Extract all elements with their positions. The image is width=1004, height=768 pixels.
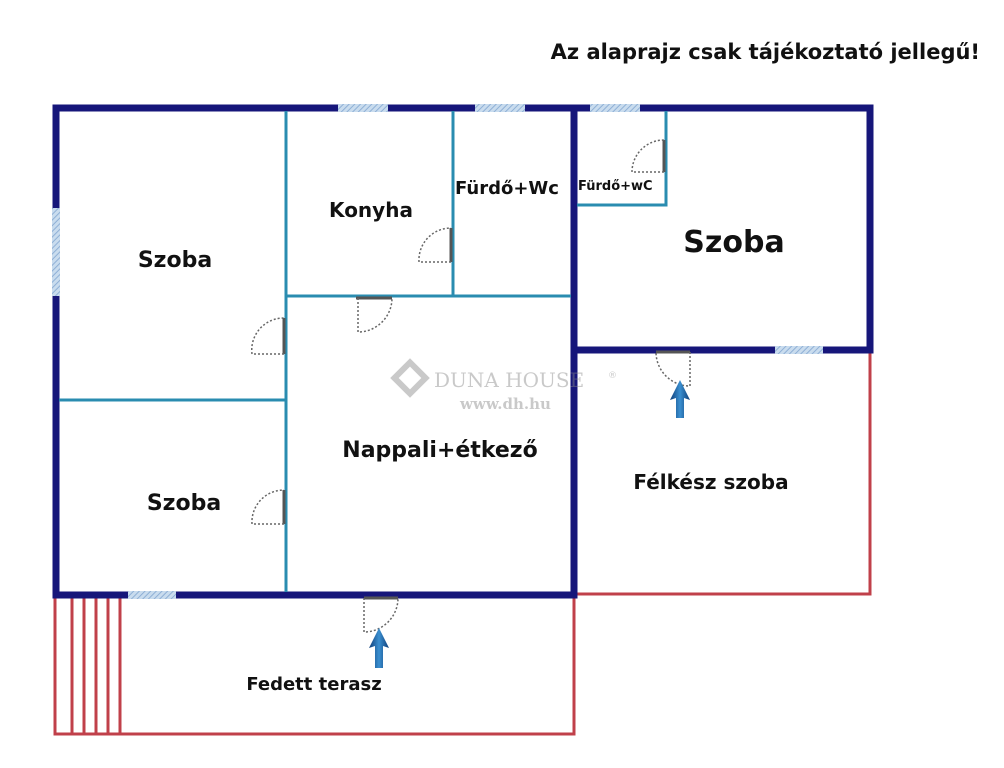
room-label-szoba-right: Szoba bbox=[683, 225, 784, 260]
window-icon bbox=[590, 104, 640, 112]
unfinished-walls bbox=[53, 352, 872, 736]
duna-house-logo-icon bbox=[390, 358, 430, 398]
entrance-arrow-icon bbox=[369, 628, 389, 668]
door-swing-icon bbox=[356, 296, 393, 333]
exterior-walls bbox=[52, 104, 874, 599]
room-label-terasz: Fedett terasz bbox=[246, 674, 381, 695]
doors bbox=[251, 139, 691, 633]
window-icon bbox=[52, 208, 60, 296]
entrance-arrows bbox=[369, 380, 690, 668]
door-swing-icon bbox=[251, 317, 286, 355]
watermark: DUNA HOUSE ® www.dh.hu bbox=[390, 358, 617, 413]
room-label-szoba-bottom-left: Szoba bbox=[147, 491, 221, 516]
room-label-furdo-wc-small: Fürdő+wC bbox=[578, 179, 653, 194]
terrace-outline bbox=[53, 596, 576, 736]
disclaimer: Az alaprajz csak tájékoztató jellegű! bbox=[550, 40, 980, 64]
door-swing-icon bbox=[251, 489, 286, 525]
windows bbox=[52, 104, 823, 599]
room-label-felkesz: Félkész szoba bbox=[633, 470, 788, 494]
interior-walls bbox=[59, 111, 668, 592]
room-label-konyha: Konyha bbox=[329, 198, 413, 222]
watermark-registered: ® bbox=[608, 371, 617, 381]
felkesz-outline bbox=[576, 352, 872, 596]
watermark-brand: DUNA HOUSE bbox=[434, 368, 584, 392]
entrance-arrow-icon bbox=[670, 380, 690, 418]
window-icon bbox=[775, 346, 823, 354]
watermark-url: www.dh.hu bbox=[459, 395, 551, 413]
door-swing-icon bbox=[363, 596, 399, 633]
room-label-furdo-wc: Fürdő+Wc bbox=[455, 178, 559, 199]
room-label-nappali: Nappali+étkező bbox=[342, 438, 537, 463]
room-labels: Szoba Konyha Fürdő+Wc Fürdő+wC Szoba Szo… bbox=[138, 178, 789, 695]
door-swing-icon bbox=[655, 350, 691, 387]
window-icon bbox=[338, 104, 388, 112]
door-swing-icon bbox=[631, 139, 666, 173]
window-icon bbox=[128, 591, 176, 599]
room-label-szoba-top-left: Szoba bbox=[138, 248, 212, 273]
door-swing-icon bbox=[418, 227, 453, 263]
window-icon bbox=[475, 104, 525, 112]
